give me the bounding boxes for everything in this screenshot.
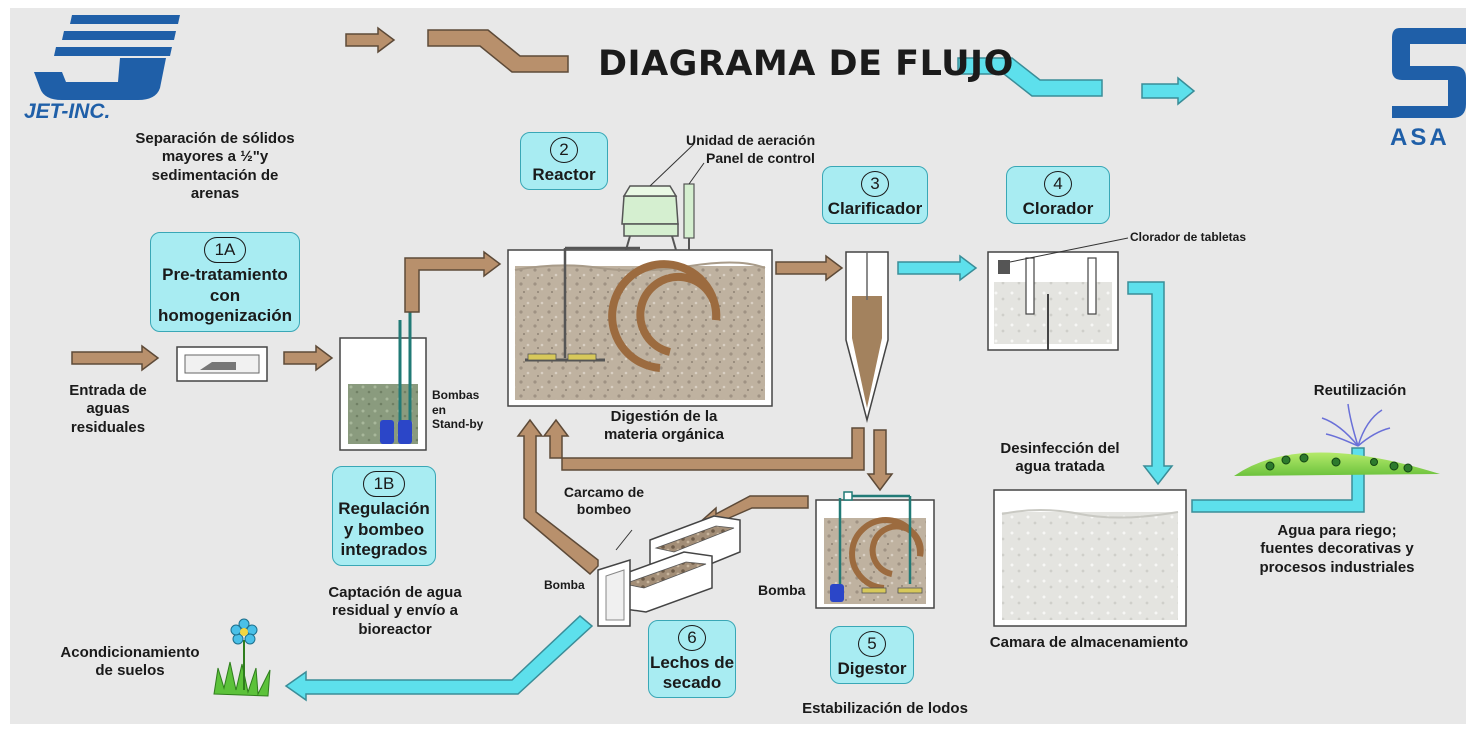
reutilizacion-label: Reutilización bbox=[1313, 382, 1407, 399]
storage-to-reuse-pipe bbox=[1191, 447, 1365, 513]
pretreatment-channel bbox=[176, 346, 268, 382]
step-1b-line-3: integrados bbox=[340, 540, 428, 560]
step-5-box: 5 Digestor bbox=[830, 626, 914, 684]
step-1a-box: 1A Pre-tratamiento con homogenización bbox=[150, 232, 300, 332]
step-5-number: 5 bbox=[858, 630, 886, 657]
chlorinator-to-storage-pipe bbox=[1127, 281, 1174, 486]
return-sludge-pipe bbox=[542, 418, 865, 471]
control-panel bbox=[683, 162, 705, 250]
storage-chamber bbox=[993, 489, 1187, 627]
step-4-number: 4 bbox=[1044, 170, 1072, 197]
digester-tank bbox=[815, 491, 935, 609]
pump-to-reactor-pipe bbox=[404, 250, 502, 313]
sump-return-pipe bbox=[516, 418, 599, 576]
step-1b-box: 1B Regulación y bombeo integrados bbox=[332, 466, 436, 566]
bomba-6-label: Bomba bbox=[544, 578, 585, 592]
carcamo-label: Carcamo de bombeo bbox=[563, 484, 645, 518]
camara-label: Camara de almacenamiento bbox=[989, 634, 1189, 651]
entrada-label: Entrada de aguas residuales bbox=[69, 382, 147, 436]
jet-inc-logo-text: JET-INC. bbox=[24, 100, 111, 123]
step-3-line-1: Clarificador bbox=[827, 198, 923, 218]
asa-logo-text: ASA bbox=[1390, 124, 1450, 151]
step-1a-number: 1A bbox=[204, 237, 246, 264]
step-6-line-1: Lechos de bbox=[649, 652, 735, 672]
step-1b-line-1: Regulación bbox=[338, 499, 430, 519]
step-1a-line-3: homogenización bbox=[157, 306, 293, 326]
step-4-box: 4 Clorador bbox=[1006, 166, 1110, 224]
step-5-line-1: Digestor bbox=[837, 658, 907, 678]
step-2-line-1: Reactor bbox=[532, 164, 596, 184]
page-title: DIAGRAMA DE FLUJO bbox=[598, 44, 1014, 84]
step-1b-number: 1B bbox=[363, 471, 405, 498]
unidad-aeracion-label: Unidad de aeración bbox=[686, 132, 816, 148]
step-6-box: 6 Lechos de secado bbox=[648, 620, 736, 698]
clorador-tabletas-label: Clorador de tabletas bbox=[1130, 230, 1247, 244]
agua-riego-label: Agua para riego; fuentes decorativas y p… bbox=[1259, 522, 1415, 576]
step-2-number: 2 bbox=[550, 136, 578, 163]
step-1b-line-2: y bombeo bbox=[343, 519, 425, 539]
desinfeccion-label: Desinfección del agua tratada bbox=[1000, 440, 1120, 476]
step-6-line-2: secado bbox=[662, 673, 722, 692]
pretreat-to-pump-arrow bbox=[283, 344, 334, 372]
aeration-unit bbox=[621, 143, 695, 251]
inlet-arrow bbox=[71, 344, 160, 372]
bomba-5-label: Bomba bbox=[758, 582, 806, 598]
step-1a-line-1: Pre-tratamiento bbox=[162, 265, 288, 285]
acondicionamiento-label: Acondicionamiento de suelos bbox=[60, 644, 200, 680]
digestion-label: Digestión de la materia orgánica bbox=[603, 408, 725, 444]
estabilizacion-label: Estabilización de lodos bbox=[802, 700, 968, 717]
title-arrows-brown bbox=[345, 26, 569, 73]
clarifier-to-chlorinator-arrow bbox=[897, 254, 978, 282]
step-3-box: 3 Clarificador bbox=[822, 166, 928, 224]
bombas-standby-label: Bombas en Stand-by bbox=[432, 388, 484, 432]
drying-beds bbox=[597, 515, 741, 627]
chlorinator-tank bbox=[987, 237, 1129, 351]
step-3-number: 3 bbox=[861, 170, 889, 197]
step-4-line-1: Clorador bbox=[1022, 198, 1094, 218]
clarifier-to-digester-arrow bbox=[866, 429, 894, 492]
reactor-to-clarifier-arrow bbox=[775, 254, 844, 282]
title-arrows-cyan bbox=[957, 57, 1196, 106]
clarifier-cone bbox=[845, 251, 889, 423]
step-1a-line-2: con bbox=[209, 285, 241, 305]
flower-icon bbox=[213, 618, 271, 697]
separacion-label: Separación de sólidos mayores a ½"y sedi… bbox=[135, 130, 295, 202]
asa-logo bbox=[1392, 28, 1466, 118]
step-2-box: 2 Reactor bbox=[520, 132, 608, 190]
regulation-tank bbox=[339, 312, 427, 451]
reactor-tank bbox=[507, 246, 773, 407]
step-6-number: 6 bbox=[678, 624, 706, 651]
captacion-label: Captación de agua residual y envío a bio… bbox=[328, 584, 462, 638]
jet-inc-logo bbox=[34, 15, 180, 100]
panel-control-label: Panel de control bbox=[706, 150, 815, 166]
reuse-mound bbox=[1234, 403, 1440, 476]
beds-to-soil-pipe bbox=[284, 614, 594, 702]
